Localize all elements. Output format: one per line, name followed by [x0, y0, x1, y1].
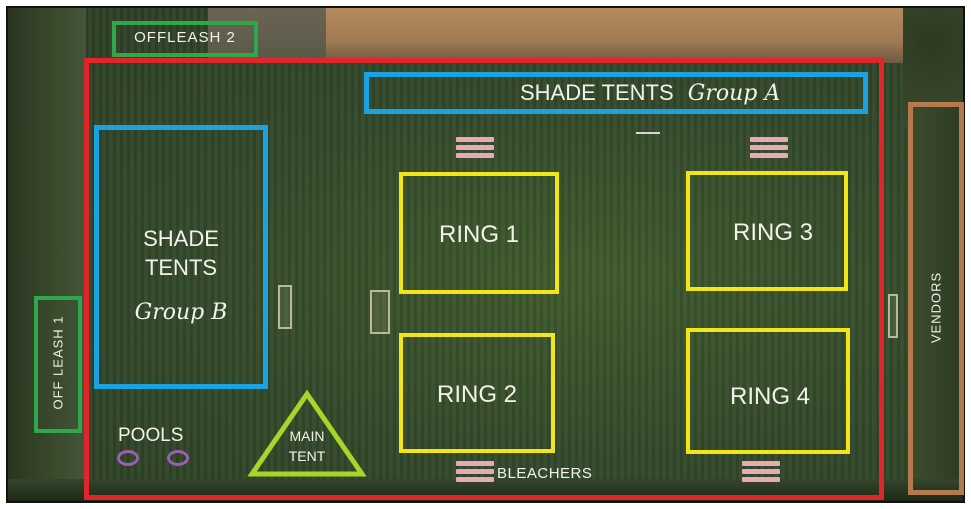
main-tent-line2: TENT: [288, 448, 326, 464]
pool-icon: [117, 450, 139, 466]
vendors-zone: [908, 102, 964, 495]
soccer-goal-center: [370, 290, 390, 334]
bleachers-ring-2-icon: [456, 461, 494, 485]
field-marking: [636, 132, 660, 134]
ring-1-zone: [399, 172, 559, 294]
tree-line-left: [8, 8, 86, 501]
event-boundary: [84, 58, 884, 500]
dirt-area: [326, 8, 926, 63]
offleash-2-label: OFFLEASH 2: [134, 29, 236, 46]
main-tent-line1: MAIN: [289, 428, 325, 444]
ring-3-label: RING 3: [732, 219, 813, 246]
aerial-photo: [6, 6, 965, 503]
offleash-2-zone: [112, 21, 258, 57]
ring-2-zone: [399, 333, 555, 453]
pools-label: POOLS: [118, 425, 184, 446]
ring-1-label: RING 1: [438, 221, 519, 248]
shade-tents-b-line2: TENTS: [144, 255, 218, 280]
bleachers-ring-1-icon: [456, 137, 494, 161]
ring-2-label: RING 2: [436, 381, 517, 408]
group-b-label: Group B: [134, 300, 228, 325]
shade-tents-group-a-label: SHADE TENTS Group A: [520, 80, 780, 106]
bleachers-label: BLEACHERS: [497, 465, 593, 482]
vendors-label: VENDORS: [928, 271, 944, 344]
shade-tents-b-line1: SHADE: [143, 226, 219, 251]
bleachers-ring-4-icon: [742, 461, 780, 485]
ring-4-label: RING 4: [729, 383, 810, 410]
gravel-area: [208, 8, 338, 58]
soccer-goal-right: [888, 294, 898, 338]
soccer-goal-left: [278, 285, 292, 329]
vendor-ground: [908, 103, 963, 501]
bleachers-ring-3-icon: [750, 137, 788, 161]
shade-tents-group-b-zone: [94, 125, 268, 389]
main-tent-icon: [247, 389, 367, 477]
shade-tents-group-a-zone: [364, 72, 868, 114]
ring-3-zone: [686, 171, 848, 291]
group-a-text: Group A: [687, 81, 781, 106]
offleash-1-label: OFF LEASH 1: [50, 315, 66, 410]
shade-tents-a-text: SHADE TENTS: [520, 80, 674, 105]
ring-4-zone: [686, 328, 850, 454]
pool-icon: [167, 450, 189, 466]
offleash-1-zone: [34, 296, 82, 433]
